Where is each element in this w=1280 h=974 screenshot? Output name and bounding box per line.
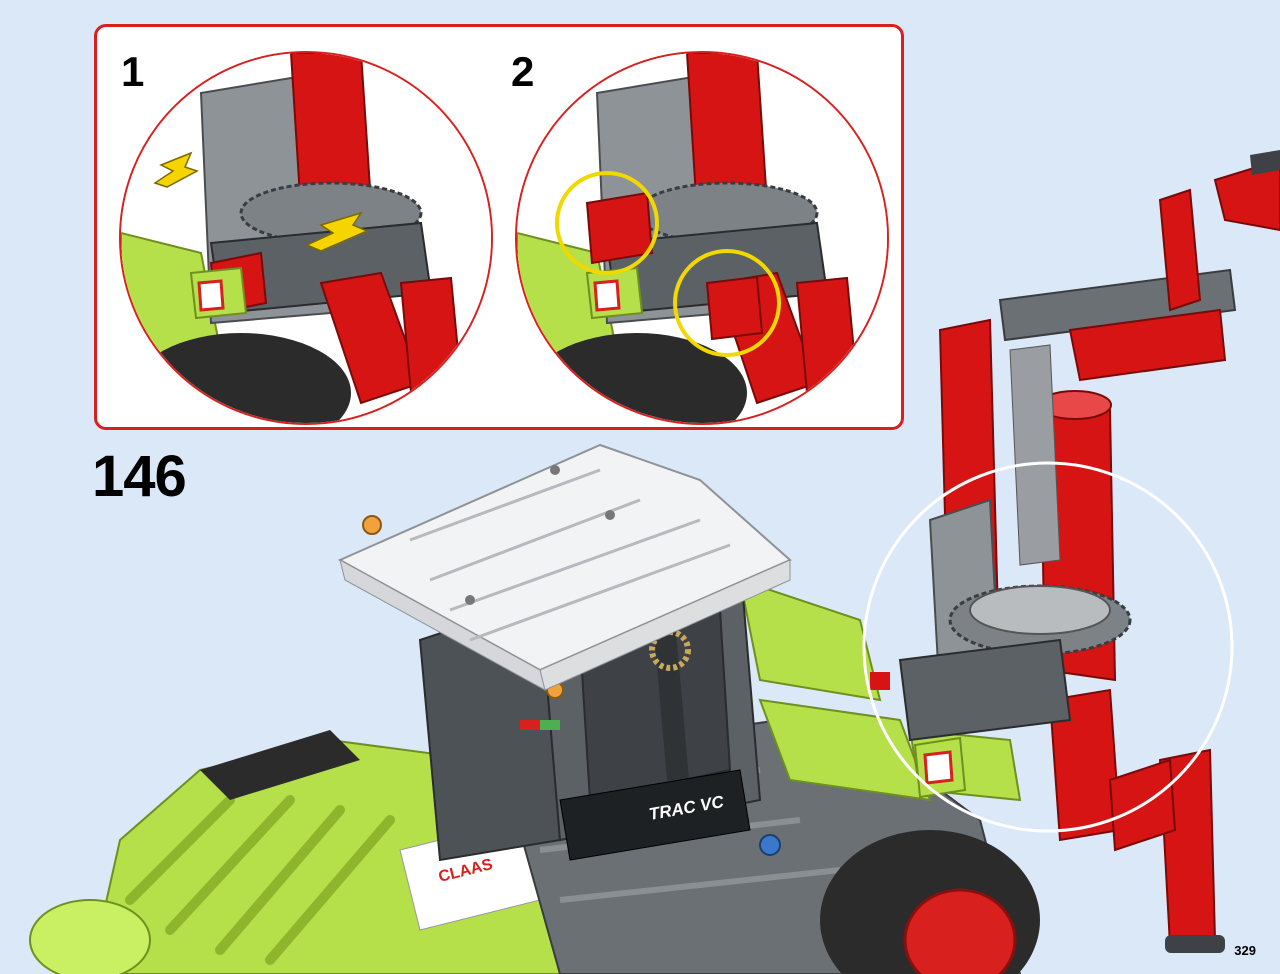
substep-1-panel [119, 51, 493, 425]
substep-2-panel [515, 51, 889, 425]
highlight-circle-2 [673, 249, 781, 357]
push-arrow-2 [305, 211, 369, 252]
turntable-gear [948, 584, 1132, 656]
crane-leg-frame [870, 638, 1225, 953]
rear-tire [820, 830, 1040, 974]
step-number: 146 [92, 444, 187, 509]
substep-1-illustration [121, 53, 491, 423]
push-arrow-1 [153, 151, 199, 188]
highlight-circle-1 [555, 171, 659, 275]
focus-highlight-circle [862, 461, 1234, 833]
page-number: 329 [1234, 943, 1256, 958]
callout-box: 1 2 [94, 24, 904, 430]
substep-1-number: 1 [121, 48, 145, 95]
substep-2-number: 2 [511, 48, 535, 95]
tractor-roof [337, 443, 792, 691]
substep-2-illustration [517, 53, 887, 423]
